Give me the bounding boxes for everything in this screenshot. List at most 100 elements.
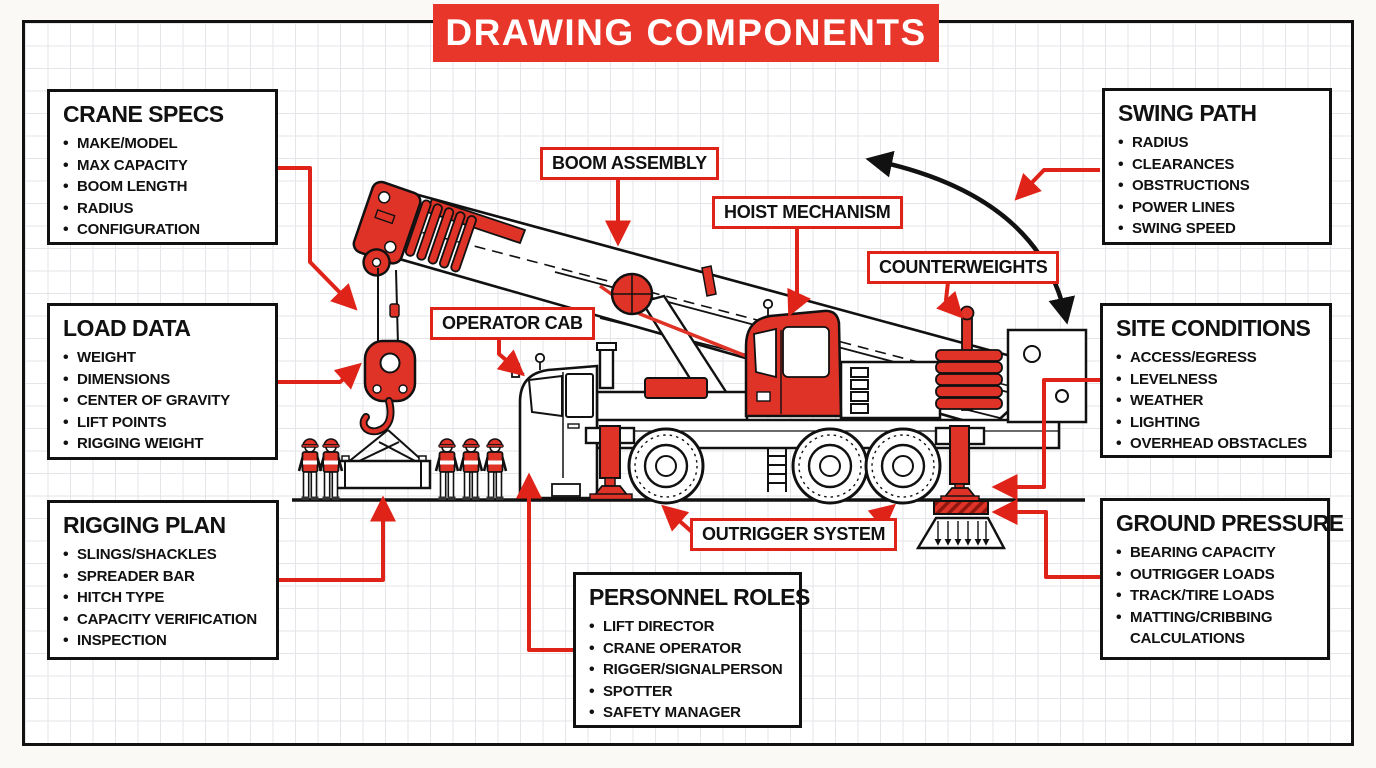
info-box-title: LOAD DATA xyxy=(63,315,191,341)
superstructure xyxy=(744,298,1088,424)
bullet-text: OUTRIGGER LOADS xyxy=(1130,565,1275,583)
worker xyxy=(458,437,484,502)
bullet-text: CRANE OPERATOR xyxy=(603,639,742,657)
part-label-operator-cab: OPERATOR CAB xyxy=(430,307,595,340)
connector-rigging-plan xyxy=(278,495,396,582)
bullet-item: • SLINGS/SHACKLES xyxy=(63,544,266,566)
worker xyxy=(318,437,344,502)
operator-cab-drawing xyxy=(744,298,843,418)
bullet-item: • ACCESS/EGRESS xyxy=(1116,347,1319,369)
bullet-text: CAPACITY VERIFICATION xyxy=(77,610,257,628)
boom-head-sheave-assembly xyxy=(352,180,477,277)
bullet-text: SLINGS/SHACKLES xyxy=(77,546,217,563)
bullet-dot: • xyxy=(589,704,595,721)
load-beam xyxy=(334,455,432,490)
engine-cover xyxy=(644,377,708,399)
info-box-title: SITE CONDITIONS xyxy=(1116,315,1311,341)
bullet-dot: • xyxy=(1118,220,1124,237)
wheel xyxy=(627,427,705,505)
connector-hoist-mechanism xyxy=(787,228,811,317)
cab-step xyxy=(551,483,581,497)
bullet-dot: • xyxy=(63,135,69,152)
outrigger-right xyxy=(933,425,989,515)
bullet-dot: • xyxy=(63,610,69,628)
bullet-text: CONFIGURATION xyxy=(77,221,200,238)
wheel xyxy=(791,427,869,505)
bullet-item: •RADIUS xyxy=(1118,132,1319,154)
connector-ground-pressure xyxy=(991,499,1100,579)
bullet-item: •MAX CAPACITY xyxy=(63,155,265,177)
bullet-item: •HITCH TYPE xyxy=(63,587,266,609)
bullet-list: •RADIUS•CLEARANCES•OBSTRUCTIONS•POWER LI… xyxy=(1118,132,1319,240)
bullet-item: •SPOTTER xyxy=(589,681,789,703)
bullet-text: LIFT DIRECTOR xyxy=(603,618,715,635)
bullet-item: •CRANE OPERATOR xyxy=(589,638,789,660)
part-label-text: BOOM ASSEMBLY xyxy=(552,153,707,173)
bullet-text: OVERHEAD OBSTACLES xyxy=(1130,435,1307,452)
bullet-item: •MATTING/CRIBBING CALCULATIONS xyxy=(1116,607,1317,650)
bullet-item: •RIGGER/SIGNALPERSON xyxy=(589,659,789,681)
bullet-dot: • xyxy=(63,589,69,606)
bullet-text: RIGGING WEIGHT xyxy=(77,435,204,452)
part-label-text: HOIST MECHANISM xyxy=(724,202,891,222)
bullet-text: DIMENSIONS xyxy=(77,370,171,388)
part-label-text: COUNTERWEIGHTS xyxy=(879,257,1048,277)
info-box-title: GROUND PRESSURE xyxy=(1116,510,1344,536)
bullet-dot: • xyxy=(63,632,69,649)
info-box-ground-pressure: GROUND PRESSURE •BEARING CAPACITY•OUTRIG… xyxy=(1100,498,1344,660)
bullet-dot: • xyxy=(63,546,69,563)
bullet-dot: • xyxy=(63,413,69,431)
bullet-text: BEARING CAPACITY xyxy=(1130,544,1276,561)
bullet-text: MAX CAPACITY xyxy=(77,156,188,174)
bullet-item: • OUTRIGGER LOADS xyxy=(1116,564,1317,586)
bullet-text: WEIGHT xyxy=(77,349,136,366)
wheels xyxy=(627,427,942,505)
bullet-item: •OVERHEAD OBSTACLES xyxy=(1116,433,1319,455)
bullet-text: MATTING/CRIBBING CALCULATIONS xyxy=(1130,608,1273,648)
bullet-text: TRACK/TIRE LOADS xyxy=(1130,587,1275,604)
bullet-dot: • xyxy=(589,682,595,700)
bullet-item: •LIGHTING xyxy=(1116,412,1319,434)
connector-load-data xyxy=(278,362,362,390)
info-box-title: CRANE SPECS xyxy=(63,101,224,127)
bullet-text: WEATHER xyxy=(1130,392,1204,409)
wheel xyxy=(864,427,942,505)
bullet-dot: • xyxy=(1116,587,1122,604)
bullet-item: •RADIUS xyxy=(63,198,265,220)
bullet-dot: • xyxy=(63,349,69,366)
bullet-text: SPREADER BAR xyxy=(77,567,195,585)
title-banner: DRAWING COMPONENTS xyxy=(433,4,939,62)
bullet-dot: • xyxy=(1116,565,1122,583)
bullet-list: •ACCESS/EGRESS•LEVELNESS•WEATHER•LIGHTIN… xyxy=(1116,347,1319,455)
bullet-item: •LIFT POINTS xyxy=(63,412,265,434)
deck-ladder xyxy=(767,448,787,492)
bullet-text: LEVELNESS xyxy=(1130,370,1218,388)
bullet-item: • TRACK/TIRE LOADS xyxy=(1116,585,1317,607)
bullet-text: OBSTRUCTIONS xyxy=(1132,177,1250,194)
bullet-text: CLEARANCES xyxy=(1132,155,1235,173)
bullet-dot: • xyxy=(63,199,69,217)
bullet-list: • SLINGS/SHACKLES • SPREADER BAR •HITCH TYPE… xyxy=(63,544,266,652)
bullet-dot: • xyxy=(589,661,595,678)
bullet-item: •LIFT DIRECTOR xyxy=(589,616,789,638)
bullet-item: •MAKE/MODEL xyxy=(63,133,265,155)
bullet-item: •SAFETY MANAGER xyxy=(589,702,789,724)
worker xyxy=(482,437,508,502)
bullet-item: •CENTER OF GRAVITY xyxy=(63,390,265,412)
part-label-boom-assembly: BOOM ASSEMBLY xyxy=(540,147,719,180)
bullet-dot: • xyxy=(1116,349,1122,366)
bullet-text: ACCESS/EGRESS xyxy=(1130,349,1257,366)
bullet-text: BOOM LENGTH xyxy=(77,178,188,195)
beacon-light xyxy=(534,352,546,364)
bullet-item: •BEARING CAPACITY xyxy=(1116,542,1317,564)
bullet-item: •SWING SPEED xyxy=(1118,218,1319,240)
connector-arrows xyxy=(278,166,1100,652)
rear-frame xyxy=(1006,328,1088,424)
exhaust-stack xyxy=(598,346,615,390)
bullet-text: INSPECTION xyxy=(77,632,167,649)
bullet-item: •OBSTRUCTIONS xyxy=(1118,175,1319,197)
bullet-text: POWER LINES xyxy=(1132,198,1235,216)
part-label-hoist-mechanism: HOIST MECHANISM xyxy=(712,196,903,229)
bullet-item: •RIGGING WEIGHT xyxy=(63,433,265,455)
bullet-list: •BEARING CAPACITY•OUTRIGGER LOADS•TRACK/… xyxy=(1116,542,1317,650)
